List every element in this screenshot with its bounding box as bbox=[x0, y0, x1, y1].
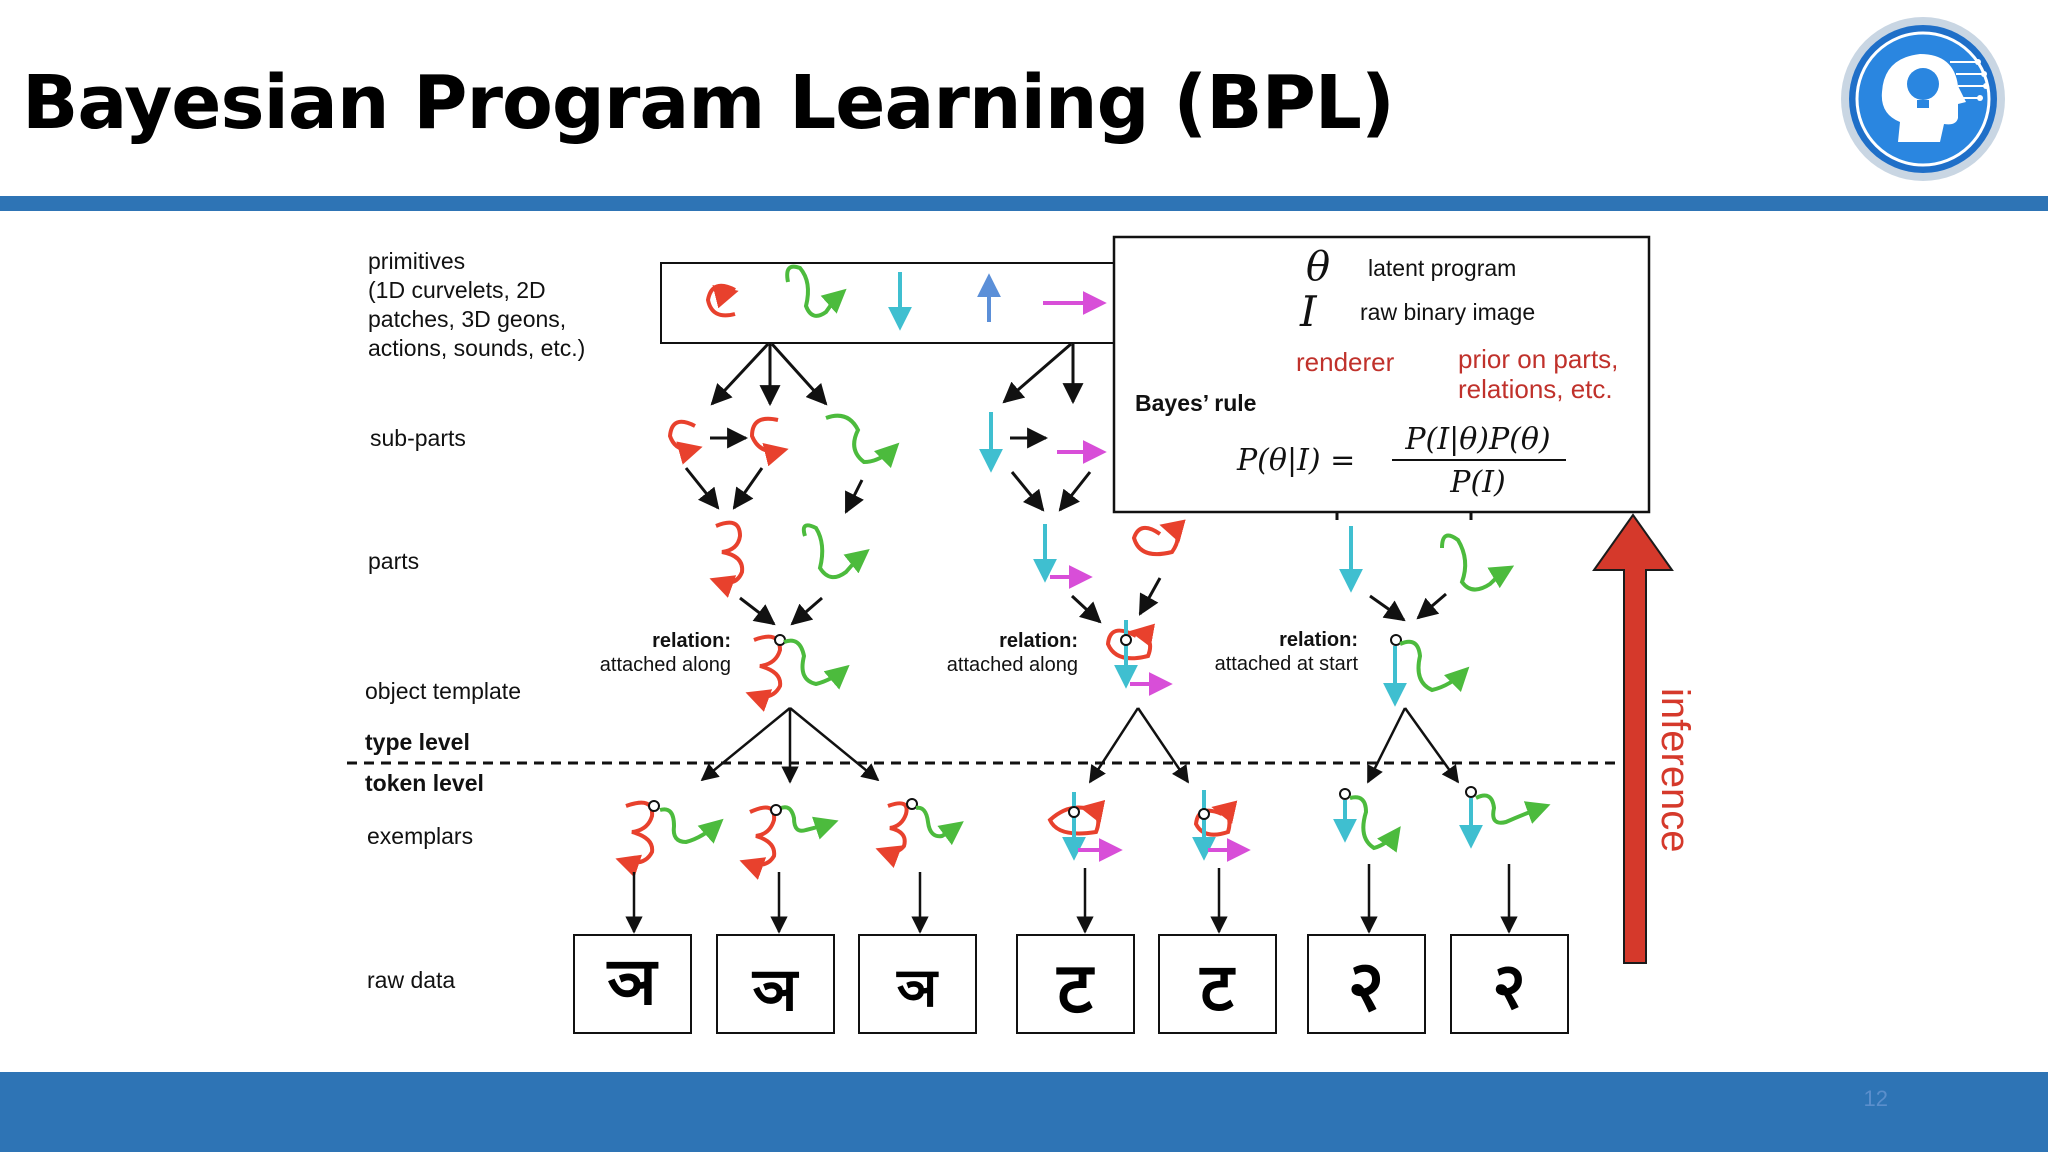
raw-glyph-3: ञ bbox=[896, 955, 939, 1019]
relation-1-title: relation: bbox=[652, 630, 731, 652]
parts-col-3 bbox=[1339, 526, 1515, 593]
raw-glyph-5: ट bbox=[1198, 948, 1236, 1026]
theta-symbol: θ bbox=[1306, 244, 1330, 290]
exemplar-1 bbox=[615, 800, 724, 878]
primitive-strokes bbox=[705, 264, 1107, 331]
exemplar-3 bbox=[875, 798, 964, 868]
relation-1-text: attached along bbox=[600, 654, 731, 676]
template-to-exemplar-arrows bbox=[700, 707, 1460, 784]
bayes-formula-lhs: P(θ|I) = bbox=[1236, 443, 1355, 478]
relation-2-text: attached along bbox=[947, 654, 1078, 676]
raw-glyph-2: ञ bbox=[752, 955, 800, 1025]
inference-arrow: inference bbox=[1592, 513, 1697, 964]
type-level-label: type level bbox=[365, 729, 470, 755]
parts-label: parts bbox=[368, 548, 419, 574]
template-1 bbox=[745, 634, 850, 712]
primitive-to-subpart-arrows bbox=[710, 342, 1084, 407]
exemplar-7 bbox=[1459, 786, 1551, 849]
sub-parts-label: sub-parts bbox=[370, 425, 466, 451]
title-underline-bar bbox=[0, 196, 2048, 211]
object-template-label: object template bbox=[365, 678, 521, 704]
subpart-to-part-arrows bbox=[684, 467, 1092, 514]
legend-to-parts-ticks bbox=[1335, 512, 1473, 520]
raw-data-label: raw data bbox=[367, 967, 455, 993]
raw-box-2 bbox=[716, 934, 835, 1034]
exemplar-4 bbox=[1047, 792, 1123, 862]
template-3 bbox=[1383, 634, 1470, 707]
primitives-line-2: (1D curvelets, 2D bbox=[368, 277, 546, 303]
i-symbol: I bbox=[1299, 287, 1318, 336]
page-number: 12 bbox=[1863, 1086, 1888, 1111]
relation-3-text: attached at start bbox=[1215, 653, 1359, 675]
bayes-formula-numerator: P(I|θ)P(θ) bbox=[1404, 422, 1550, 457]
subparts-col-1 bbox=[667, 413, 900, 469]
bpl-diagram: primitives (1D curvelets, 2D patches, 3D… bbox=[347, 235, 1697, 1034]
raw-glyph-7: २ bbox=[1492, 949, 1525, 1024]
primitives-line-3: patches, 3D geons, bbox=[368, 306, 566, 332]
exemplar-2 bbox=[739, 804, 839, 880]
exemplars-row bbox=[615, 786, 1551, 880]
part-to-template-arrows bbox=[739, 577, 1447, 626]
raw-box-3 bbox=[858, 934, 977, 1034]
inference-label: inference bbox=[1653, 688, 1697, 853]
raw-glyph-4: ट bbox=[1055, 946, 1095, 1029]
raw-glyph-1: ञ bbox=[606, 942, 659, 1020]
prior-label-line-1: prior on parts, bbox=[1458, 344, 1618, 374]
bayes-rule-label: Bayes’ rule bbox=[1135, 390, 1256, 416]
brain-head-logo-icon bbox=[1841, 17, 2005, 181]
i-label: raw binary image bbox=[1360, 299, 1535, 325]
template-2 bbox=[1105, 620, 1173, 696]
raw-box-6 bbox=[1307, 934, 1426, 1034]
raw-box-7 bbox=[1450, 934, 1569, 1034]
legend-box: θ latent program I raw binary image rend… bbox=[1112, 235, 1651, 514]
slide-title: Bayesian Program Learning (BPL) bbox=[22, 60, 1395, 146]
legend-box-frame bbox=[1112, 235, 1651, 514]
raw-box-4 bbox=[1016, 934, 1135, 1034]
renderer-label: renderer bbox=[1296, 347, 1395, 377]
exemplar-5 bbox=[1192, 790, 1251, 862]
raw-data-row: ञ ञ ञ ट ट २ २ bbox=[573, 934, 1569, 1034]
parts-col-1 bbox=[709, 520, 870, 598]
primitives-label: primitives (1D curvelets, 2D patches, 3D… bbox=[368, 248, 585, 361]
exemplar-6 bbox=[1333, 788, 1401, 853]
subparts-col-2 bbox=[979, 412, 1107, 473]
exemplar-to-raw-arrows bbox=[625, 864, 1518, 934]
primitives-line-4: actions, sounds, etc.) bbox=[368, 335, 585, 361]
primitives-line-1: primitives bbox=[368, 248, 465, 274]
footer-bar: 12 bbox=[0, 1072, 2048, 1152]
bayes-formula-denominator: P(I) bbox=[1449, 465, 1505, 500]
exemplars-label: exemplars bbox=[367, 823, 473, 849]
token-level-label: token level bbox=[365, 770, 484, 796]
prior-label-line-2: relations, etc. bbox=[1458, 374, 1613, 404]
relation-3-title: relation: bbox=[1279, 629, 1358, 651]
theta-label: latent program bbox=[1368, 255, 1516, 281]
raw-box-1 bbox=[573, 934, 692, 1034]
parts-col-2 bbox=[1033, 519, 1186, 589]
raw-box-5 bbox=[1158, 934, 1277, 1034]
raw-glyph-6: २ bbox=[1348, 944, 1384, 1027]
relation-2-title: relation: bbox=[999, 630, 1078, 652]
